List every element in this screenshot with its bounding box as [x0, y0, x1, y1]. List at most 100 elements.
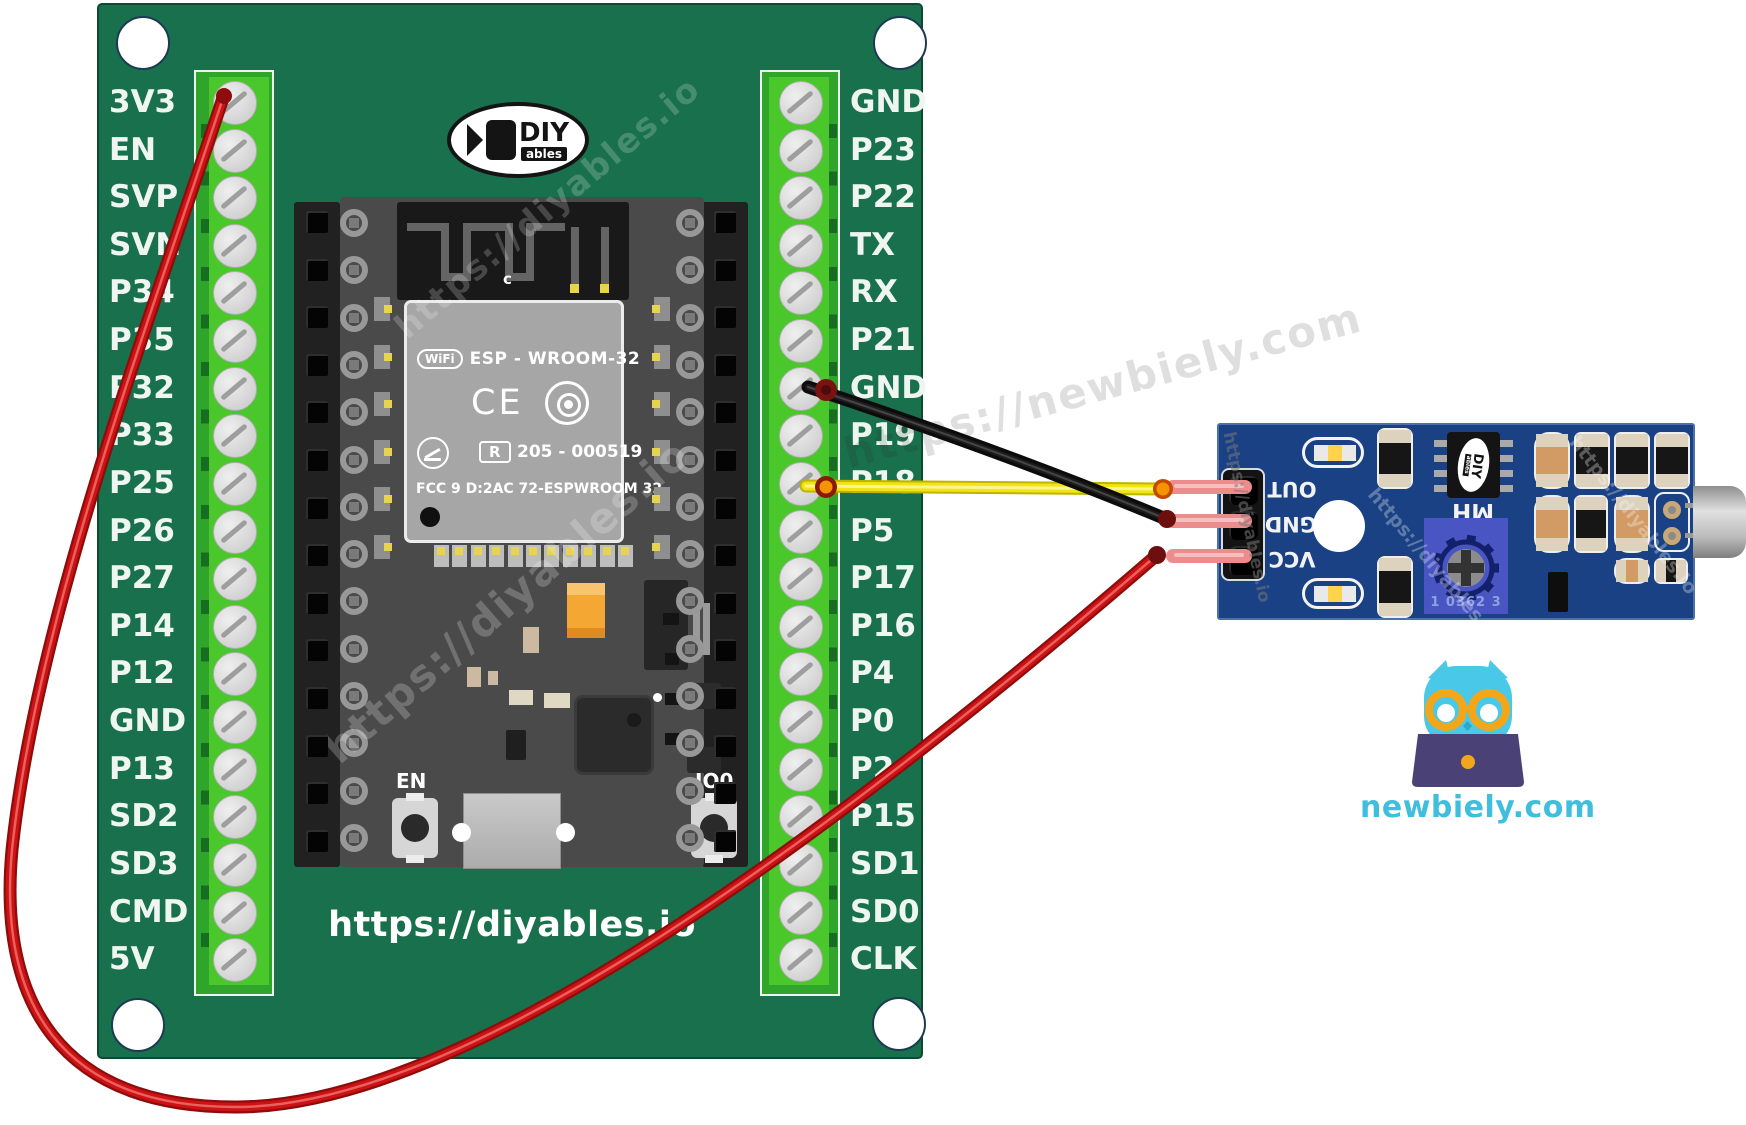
screw-slot	[220, 185, 248, 210]
screw-slot	[786, 709, 814, 734]
terminal-screw	[779, 890, 823, 935]
diyables-logo-mark	[485, 120, 516, 160]
terminal-screw	[779, 604, 823, 649]
pin-pad	[340, 256, 368, 285]
screw-slot	[220, 899, 248, 925]
transistor	[1548, 572, 1568, 612]
status-led	[1302, 578, 1364, 609]
screw-slot	[786, 947, 814, 972]
pin-label-right-TX-3: TX	[850, 226, 896, 263]
pad-dot	[565, 547, 574, 555]
header-hole	[714, 782, 736, 805]
terminal-screw	[779, 557, 823, 602]
header-hole	[714, 639, 736, 662]
pad-dot	[652, 305, 660, 313]
en-button	[392, 793, 438, 863]
smd-resistor	[1534, 495, 1570, 553]
pad-center	[349, 785, 359, 796]
pin-label-left-5V: 5V	[109, 941, 155, 978]
pad-dot	[384, 447, 392, 456]
pin-pad	[676, 256, 704, 285]
pad-center	[349, 265, 359, 276]
castellated-pad	[562, 545, 578, 567]
screw-slot	[220, 756, 248, 782]
pad-center	[685, 407, 695, 418]
castellated-pad	[652, 439, 670, 464]
screw-slot	[220, 328, 248, 353]
pin-pad	[676, 445, 704, 474]
castellated-pad	[374, 344, 392, 369]
pin-label-left-P26: P26	[109, 512, 175, 549]
owl-icon	[1412, 660, 1524, 787]
component	[544, 693, 570, 708]
usb-tab	[556, 823, 575, 842]
screw-slot	[220, 804, 248, 829]
header-hole	[306, 353, 328, 376]
screw-slot	[220, 471, 248, 496]
pin-pad	[340, 398, 368, 427]
pin-pad	[340, 587, 368, 616]
pad-center	[685, 691, 695, 701]
pad-center	[685, 643, 695, 654]
header-hole	[306, 782, 328, 805]
header-hole	[306, 829, 328, 852]
pin-pad	[676, 209, 704, 237]
header-hole	[306, 639, 328, 662]
pin-label-right-P4-12: P4	[850, 655, 895, 692]
screw-slot	[786, 185, 814, 210]
pad-dot	[510, 547, 519, 555]
pin-pad	[340, 303, 368, 332]
pin-label-right-P17-10: P17	[850, 560, 916, 597]
pin-label-left-P25: P25	[109, 464, 175, 501]
terminal-screw	[779, 842, 823, 887]
pad-dot	[384, 352, 392, 361]
screw-slot	[786, 137, 814, 163]
screw-slot	[220, 709, 248, 734]
pad-center	[685, 265, 695, 276]
castellated-pad	[652, 535, 670, 559]
mounting-hole	[873, 16, 927, 70]
component	[703, 603, 710, 655]
terminal-screw	[779, 795, 823, 840]
terminal-screw	[213, 747, 257, 792]
castellated-pad	[507, 545, 523, 567]
screw-slot	[786, 423, 814, 449]
mounting-hole	[872, 997, 926, 1051]
terminal-screw	[779, 176, 823, 221]
screw-slot	[220, 233, 248, 258]
terminal-screw	[213, 700, 257, 745]
header-hole	[714, 306, 736, 329]
header-hole	[306, 258, 328, 281]
screw-slot	[786, 376, 814, 401]
pin-label-right-P18-8: P18	[850, 464, 916, 501]
pin-label-left-SD2: SD2	[109, 798, 179, 835]
pin-label-right-P19-7: P19	[850, 417, 916, 454]
pin-label-left-3V3: 3V3	[109, 84, 177, 120]
screw-slot	[786, 328, 814, 353]
pad-dot	[529, 547, 537, 555]
screw-slot	[220, 852, 248, 877]
header-hole	[714, 449, 736, 471]
pad-dot	[652, 352, 660, 361]
esp-module-name: ESP - WROOM-32	[469, 349, 641, 369]
screw-slot	[786, 614, 814, 639]
castellated-pad	[581, 545, 597, 567]
castellated-pad	[599, 545, 615, 567]
component	[663, 613, 679, 625]
smd-diode	[1377, 428, 1413, 489]
terminal-screw	[213, 795, 257, 840]
pin-label-right-GND-6: GND	[850, 369, 928, 406]
smd-diode	[1377, 556, 1413, 618]
pad-center	[349, 501, 359, 512]
pin-pad	[340, 823, 368, 852]
castellated-pad	[374, 392, 392, 417]
terminal-screw	[779, 128, 823, 173]
antenna-label: c	[503, 270, 512, 288]
pad-dot	[547, 547, 556, 555]
pad-dot	[384, 543, 392, 551]
header-hole	[714, 258, 736, 281]
pin-pad	[676, 492, 704, 521]
espressif-logo	[545, 381, 589, 425]
diyables-logo-text: DIY	[518, 117, 570, 148]
